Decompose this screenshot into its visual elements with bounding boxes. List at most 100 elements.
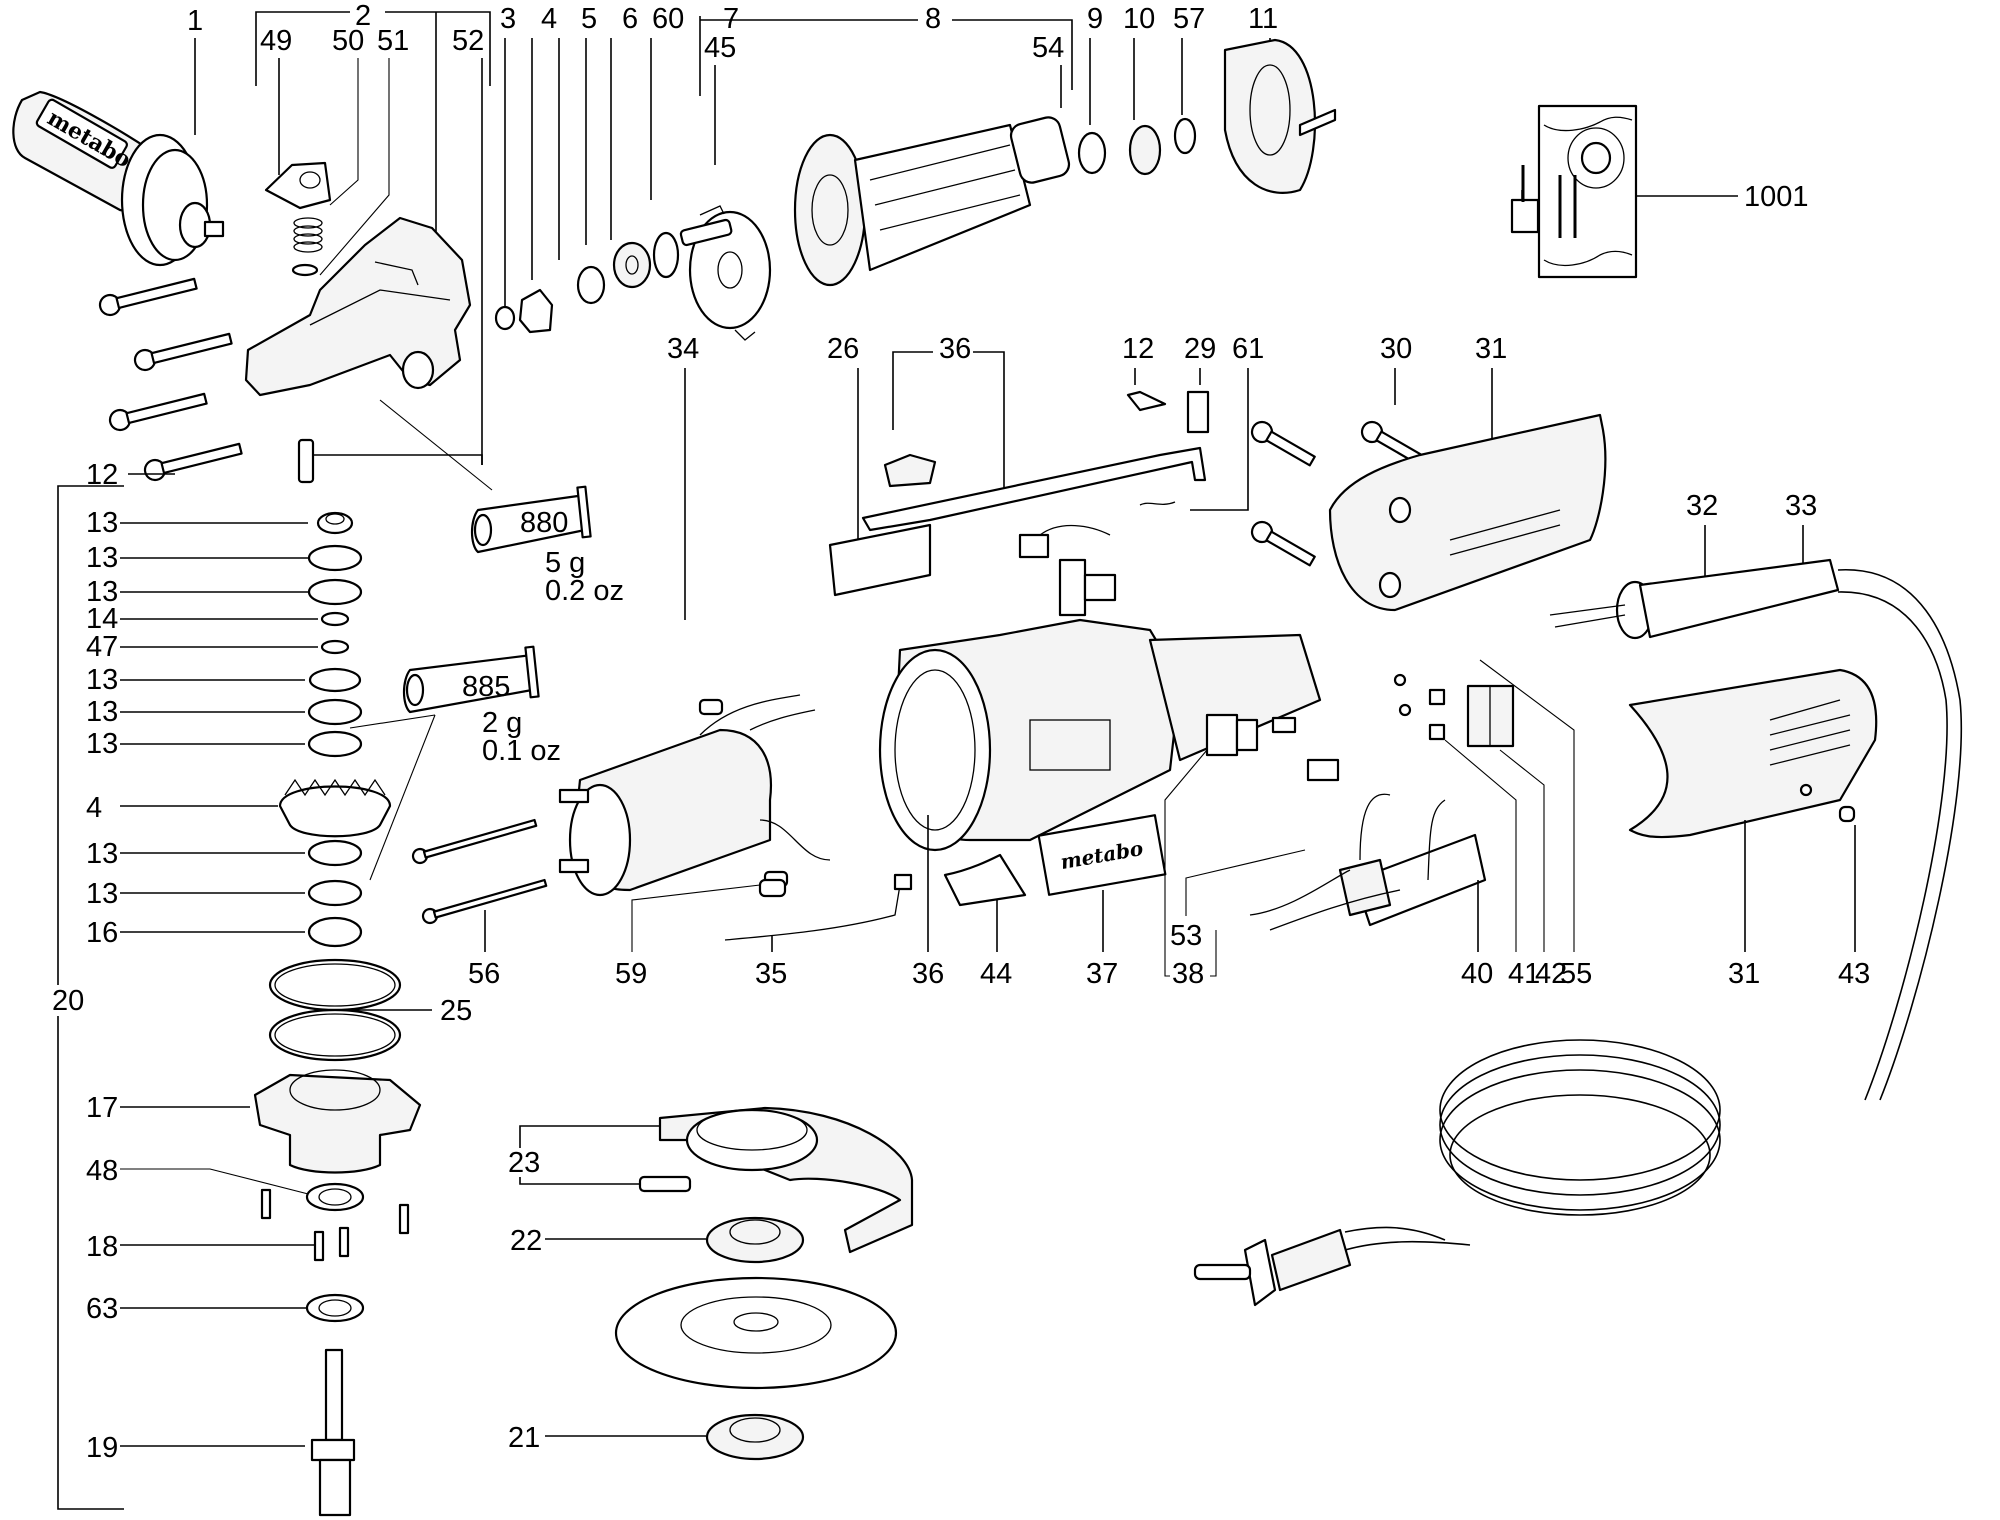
- callout-31-bottom: 31: [1728, 958, 1760, 990]
- callout-13-c: 13: [86, 576, 118, 608]
- callout-13-b: 13: [86, 542, 118, 574]
- callout-26: 26: [827, 333, 859, 365]
- armature: [679, 116, 1071, 287]
- side-handle: metabo: [12, 90, 225, 267]
- callout-4: 4: [541, 3, 557, 35]
- tube-880-weight: 5 g: [545, 547, 585, 579]
- callout-54: 54: [1032, 32, 1064, 64]
- warning-and-brand-labels: metabo: [943, 814, 1167, 907]
- callout-3: 3: [500, 3, 516, 35]
- callout-13-f: 13: [86, 728, 118, 760]
- callout-21: 21: [508, 1422, 540, 1454]
- callout-2: 2: [355, 0, 371, 32]
- callout-35: 35: [755, 958, 787, 990]
- callout-40: 40: [1461, 958, 1493, 990]
- tube-880-label: 880: [520, 507, 568, 539]
- top-leaders: [194, 11, 1271, 465]
- callout-33: 33: [1785, 490, 1817, 522]
- top-callouts: 1 2 49 50 51 52 3 4 5 6 60 7 8 45 54 9 1…: [187, 0, 1278, 64]
- callout-13-d: 13: [86, 664, 118, 696]
- callout-10: 10: [1123, 3, 1155, 35]
- rear-housing-half: [1328, 413, 1607, 612]
- callout-13-e: 13: [86, 696, 118, 728]
- callout-18: 18: [86, 1231, 118, 1263]
- callout-41: 41: [1508, 958, 1540, 990]
- callout-16: 16: [86, 917, 118, 949]
- rear-bearing-parts: [1077, 38, 1337, 194]
- callout-7: 7: [723, 3, 739, 35]
- housing-screws: [98, 277, 315, 484]
- middle-bottom-callouts: 56 59 35 36 44 37 53 38 40 41 42 55 31 4…: [468, 920, 1870, 990]
- callout-59: 59: [615, 958, 647, 990]
- field-coil-screws: [411, 818, 548, 925]
- clamp-lever-parts: [264, 161, 332, 277]
- callout-12-top: 12: [1122, 333, 1154, 365]
- callout-51: 51: [377, 25, 409, 57]
- gear-stack-parts: [253, 511, 422, 1517]
- callout-4-left: 4: [86, 792, 102, 824]
- callout-55: 55: [1560, 958, 1592, 990]
- callout-5: 5: [581, 3, 597, 35]
- motor-housing: [878, 618, 1322, 852]
- callout-9: 9: [1087, 3, 1103, 35]
- callout-37: 37: [1086, 958, 1118, 990]
- left-column-callouts: 12 13 13 13 14 47 13 13 13 4 13 13 16 20…: [52, 459, 472, 1464]
- callout-60: 60: [652, 3, 684, 35]
- callout-23: 23: [508, 1147, 540, 1179]
- callout-45: 45: [704, 32, 736, 64]
- field-coil: [558, 694, 831, 897]
- callout-25: 25: [440, 995, 472, 1027]
- callout-13-a: 13: [86, 507, 118, 539]
- rear-housing-screws: [1250, 420, 1426, 567]
- callout-57: 57: [1173, 3, 1205, 35]
- tube-885-label: 885: [462, 671, 510, 703]
- switch-assembly: [1205, 713, 1340, 782]
- callout-31-top: 31: [1475, 333, 1507, 365]
- callout-56: 56: [468, 958, 500, 990]
- middle-bottom-leaders: [484, 659, 1856, 977]
- callout-22: 22: [510, 1225, 542, 1257]
- bearing-parts-front: [494, 205, 772, 341]
- callout-47: 47: [86, 631, 118, 663]
- gear-housing: [244, 216, 472, 397]
- callout-8: 8: [925, 3, 941, 35]
- callout-34: 34: [667, 333, 699, 365]
- switch-rod-parts: [828, 390, 1210, 617]
- power-cord-coil: [1344, 1039, 1721, 1251]
- callout-17: 17: [86, 1092, 118, 1124]
- callout-44: 44: [980, 958, 1012, 990]
- tube-885-weight-oz: 0.1 oz: [482, 735, 561, 767]
- terminal-and-wire: [724, 873, 913, 941]
- cord-protector-and-cable: [1549, 558, 1963, 1101]
- callout-32: 32: [1686, 490, 1718, 522]
- callout-11: 11: [1248, 3, 1278, 35]
- callout-36-bottom: 36: [912, 958, 944, 990]
- callout-13-g: 13: [86, 838, 118, 870]
- front-housing-half: [1628, 668, 1878, 839]
- grease-tube-880: 880 5 g 0.2 oz: [470, 485, 624, 607]
- tube-880-weight-oz: 0.2 oz: [545, 575, 624, 607]
- grease-tube-885: 885 2 g 0.1 oz: [402, 645, 561, 767]
- callout-19: 19: [86, 1432, 118, 1464]
- callout-49: 49: [260, 25, 292, 57]
- callout-1001: 1001: [1744, 181, 1809, 213]
- inset-brush-detail: 1001: [1510, 104, 1809, 279]
- callout-52: 52: [452, 25, 484, 57]
- callout-13-h: 13: [86, 878, 118, 910]
- callout-20: 20: [52, 985, 84, 1017]
- middle-top-callouts: 34 26 36 12 29 61 30 31 32 33: [667, 333, 1817, 522]
- callout-48: 48: [86, 1155, 118, 1187]
- callout-30: 30: [1380, 333, 1412, 365]
- callout-1: 1: [187, 5, 203, 37]
- callout-29: 29: [1184, 333, 1216, 365]
- callout-43: 43: [1838, 958, 1870, 990]
- callout-42: 42: [1535, 958, 1567, 990]
- callout-61: 61: [1232, 333, 1264, 365]
- callout-14: 14: [86, 603, 118, 635]
- guard-group-callouts: 23 22 21: [508, 1147, 542, 1454]
- guard-group-leaders: [519, 1125, 706, 1437]
- callout-6: 6: [622, 3, 638, 35]
- mains-plug: [1193, 1228, 1352, 1307]
- callout-50: 50: [332, 25, 364, 57]
